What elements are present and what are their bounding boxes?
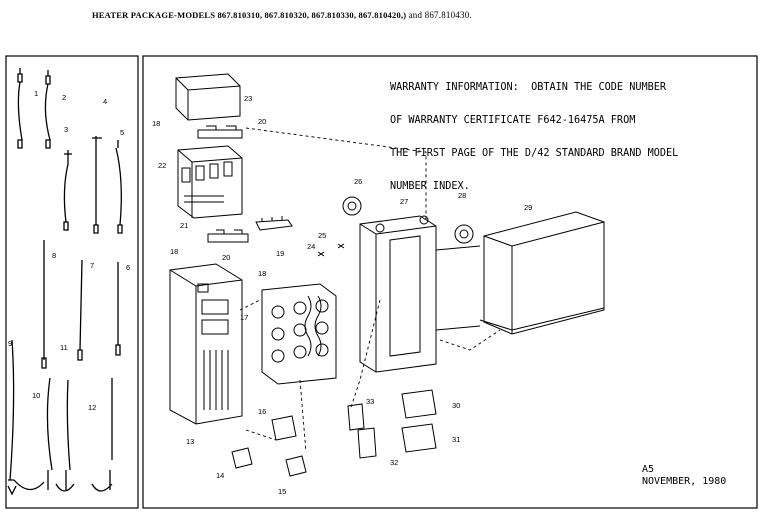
callout-11: 11 [60, 343, 68, 352]
part-16-clip [271, 415, 297, 441]
part-31-switch [401, 423, 437, 453]
callout-30: 30 [452, 401, 460, 410]
callout-6: 6 [126, 263, 130, 272]
part-24-screw [317, 251, 325, 257]
callout-33: 33 [366, 397, 374, 406]
callout-18b: 18 [170, 247, 178, 256]
callout-13: 13 [186, 437, 194, 446]
part-23-cover [175, 73, 241, 121]
right-frame [142, 55, 758, 509]
footer-block: A5 NOVEMBER, 1980 [642, 464, 726, 488]
part-20-lower [207, 229, 249, 243]
callout-1: 1 [34, 89, 38, 98]
part-14-clip [231, 447, 253, 469]
left-frame [5, 55, 139, 509]
callout-7: 7 [90, 261, 94, 270]
callout-25: 25 [318, 231, 326, 240]
header-title: HEATER PACKAGE-MODELS 867.810310, 867.81… [92, 10, 407, 20]
callout-9: 9 [8, 339, 12, 348]
part-17-element-board [261, 283, 337, 385]
callout-14: 14 [216, 471, 224, 480]
warranty-line: THE FIRST PAGE OF THE D/42 STANDARD BRAN… [390, 148, 679, 159]
callout-23: 23 [244, 94, 252, 103]
warranty-line: WARRANTY INFORMATION: OBTAIN THE CODE NU… [390, 82, 667, 93]
part-32-relay [357, 427, 377, 459]
callout-10: 10 [32, 391, 40, 400]
callout-29: 29 [524, 203, 532, 212]
callout-8: 8 [52, 251, 56, 260]
callout-15: 15 [278, 487, 286, 496]
part-28-grommet [454, 224, 474, 244]
callout-5: 5 [120, 128, 124, 137]
callout-18a: 18 [152, 119, 160, 128]
callout-28: 28 [458, 191, 466, 200]
warranty-info: WARRANTY INFORMATION: OBTAIN THE CODE NU… [390, 60, 678, 214]
callout-24: 24 [307, 242, 315, 251]
part-25-screw [337, 243, 345, 249]
warranty-line: NUMBER INDEX. [390, 181, 470, 192]
part-19-terminal [255, 216, 293, 231]
callout-19: 19 [276, 249, 284, 258]
callout-3: 3 [64, 125, 68, 134]
callout-31: 31 [452, 435, 460, 444]
callout-26: 26 [354, 177, 362, 186]
issue-date: NOVEMBER, 1980 [642, 476, 727, 487]
callout-32: 32 [390, 458, 398, 467]
part-27-cabinet [359, 215, 481, 373]
callout-labels: 1 2 3 4 5 6 7 8 9 10 11 12 13 14 15 16 1… [8, 89, 532, 496]
callout-20b: 20 [222, 253, 230, 262]
callout-4: 4 [103, 97, 107, 106]
callout-17: 17 [240, 313, 248, 322]
callout-27: 27 [400, 197, 408, 206]
part-13-front-panel [169, 263, 243, 425]
part-15-clip [285, 455, 307, 477]
part-33-relay [347, 403, 365, 431]
diagram-header: HEATER PACKAGE-MODELS 867.810310, 867.81… [92, 10, 472, 20]
callout-20a: 20 [258, 117, 266, 126]
warranty-line: OF WARRANTY CERTIFICATE F642-16475A FROM [390, 115, 636, 126]
callout-18c: 18 [258, 269, 266, 278]
part-20-bracket [197, 125, 243, 139]
callout-21: 21 [180, 221, 188, 230]
callout-2: 2 [62, 93, 66, 102]
header-and: and 867.810430. [408, 10, 472, 20]
callout-12: 12 [88, 403, 96, 412]
part-30-switch [401, 389, 437, 419]
part-26-grommet [342, 196, 362, 216]
part-22-breaker [177, 145, 243, 219]
page-code: A5 [642, 464, 655, 475]
callout-22: 22 [158, 161, 166, 170]
part-29-duct [479, 211, 605, 335]
callout-16: 16 [258, 407, 266, 416]
wire-harness-group [7, 68, 123, 496]
